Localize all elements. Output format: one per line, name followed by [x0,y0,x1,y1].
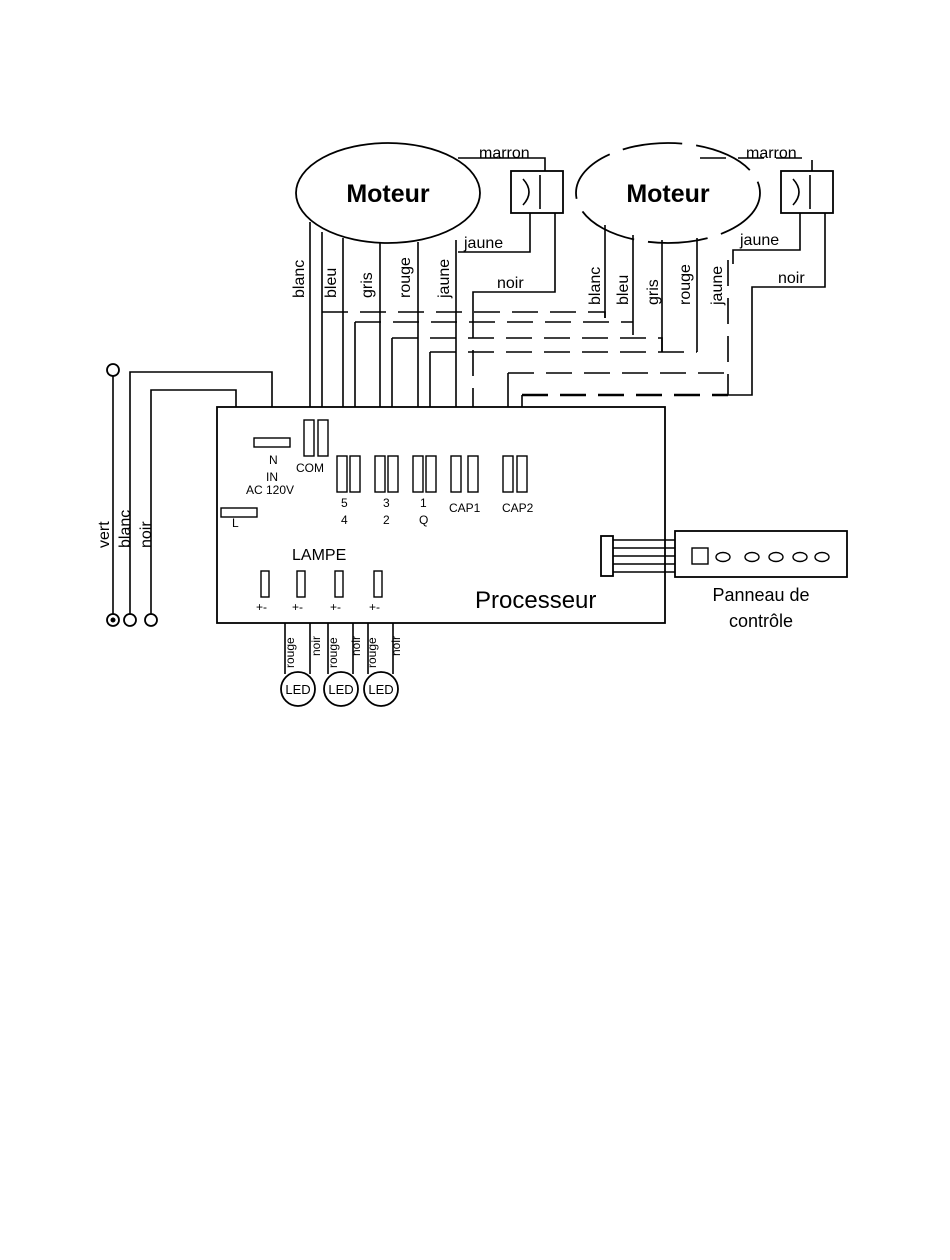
led-1: LED rouge noir [281,623,323,706]
motor-2-wire-labels: blanc bleu gris rouge jaune [587,264,726,306]
lamp-terminal-2-label: +- [292,600,303,614]
motor-2-label: Moteur [626,180,710,208]
motor-1-wire-jaune: jaune [436,259,453,299]
terminal-speed-q [426,456,436,492]
motor-1-cap-wire-label: marron [479,145,530,162]
speed-2-label: 2 [383,513,390,527]
terminal-in-label: IN [266,470,278,484]
motor-1-wire-blanc: blanc [291,260,308,298]
motor-2-wire-jaune: jaune [709,266,726,306]
led-3-wire-noir: noir [389,636,403,656]
speed-5-label: 5 [341,496,348,510]
motor-1-wire-bleu: bleu [323,268,340,298]
terminal-com-label: COM [296,461,324,475]
led-2-wire-rouge: rouge [326,637,340,668]
terminal-com-1 [304,420,314,456]
motor-1-wire-gris: gris [359,272,376,298]
motor-1-cap-out-jaune: jaune [463,235,503,252]
lamp-terminal-4 [374,571,382,597]
terminal-speed-1 [413,456,423,492]
lamp-label: LAMPE [292,547,346,564]
terminal-speed-4 [350,456,360,492]
led-3: LED rouge noir [364,623,403,706]
power-wire-noir: noir [138,521,155,548]
motor-2-wire-gris: gris [645,279,662,305]
motor-2: Moteur [576,143,760,243]
motor-1-wire-labels: blanc bleu gris rouge jaune [291,257,453,299]
control-panel-label-line2: contrôle [729,611,793,631]
motor-1-capacitor [511,171,563,213]
terminal-l-label: L [232,516,239,530]
processor: Processeur N IN AC 120V L COM 5 4 3 2 1 … [217,407,665,623]
lamp-terminal-2 [297,571,305,597]
speed-q-label: Q [419,513,428,527]
led-2: LED rouge noir [324,623,363,706]
led-3-wire-rouge: rouge [365,637,379,668]
led-1-wire-rouge: rouge [283,637,297,668]
motor-2-cap-out-jaune: jaune [739,232,779,249]
power-wire-blanc: blanc [117,510,134,548]
motor-2-capacitor [781,171,833,213]
terminal-speed-2 [388,456,398,492]
terminal-cap1-b [468,456,478,492]
control-panel-button-5 [815,553,829,562]
speed-1-label: 1 [420,496,427,510]
control-panel-button-4 [793,553,807,562]
motor-2-cap-wire-label: marron [746,145,797,162]
terminal-speed-3 [375,456,385,492]
terminal-cap2-b [517,456,527,492]
speed-4-label: 4 [341,513,348,527]
processor-label: Processeur [475,587,596,614]
led-3-label: LED [368,682,393,697]
control-panel-button-1 [716,553,730,562]
lamp-terminal-1-label: +- [256,600,267,614]
control-panel-label-line1: Panneau de [712,585,809,605]
motor-2-wire-rouge: rouge [677,264,694,305]
power-wire-vert: vert [96,521,113,548]
terminal-l [221,508,257,517]
motor-2-cap-out-noir: noir [778,270,805,287]
lamp-terminal-4-label: +- [369,600,380,614]
led-2-wire-noir: noir [349,636,363,656]
speed-3-label: 3 [383,496,390,510]
terminal-com-2 [318,420,328,456]
led-1-label: LED [285,682,310,697]
terminal-n [254,438,290,447]
lamp-terminal-3-label: +- [330,600,341,614]
terminal-cap1-a [451,456,461,492]
terminal-voltage-label: AC 120V [246,483,294,497]
lamp-terminal-1 [261,571,269,597]
terminal-speed-5 [337,456,347,492]
control-panel-display [692,548,708,564]
terminal-cap2-a [503,456,513,492]
motor-1-cap-out-noir: noir [497,275,524,292]
control-panel-button-3 [769,553,783,562]
cap1-label: CAP1 [449,501,481,515]
led-1-wire-noir: noir [309,636,323,656]
motor-1-wire-rouge: rouge [397,257,414,298]
cap2-label: CAP2 [502,501,534,515]
motor-1: Moteur [296,143,480,243]
led-2-label: LED [328,682,353,697]
motor-2-wire-blanc: blanc [587,267,604,305]
motor-2-wire-bleu: bleu [615,275,632,305]
control-panel-button-2 [745,553,759,562]
terminal-n-label: N [269,453,278,467]
lamp-terminal-3 [335,571,343,597]
motor-1-label: Moteur [346,180,430,208]
